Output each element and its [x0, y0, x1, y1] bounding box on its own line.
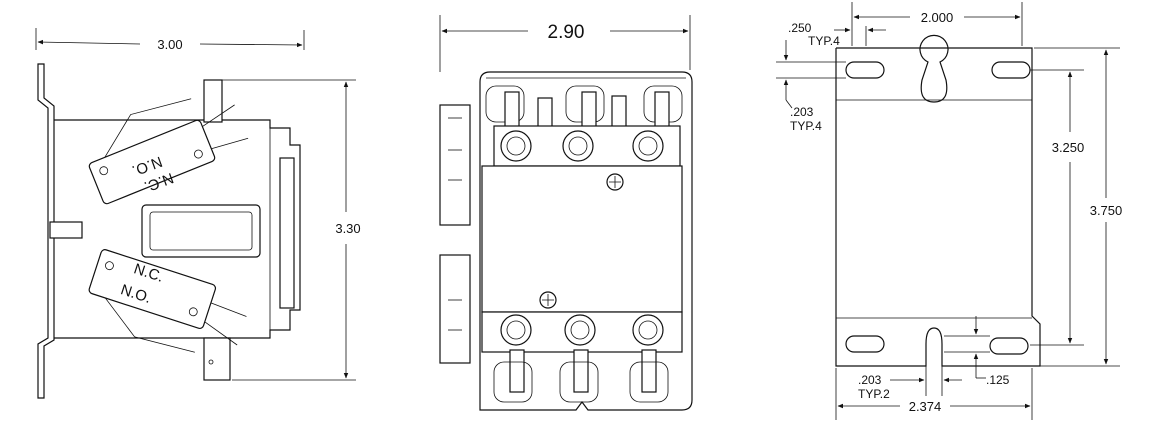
lower-switch-lead-2 [204, 321, 238, 346]
front-top-screw-2 [562, 130, 594, 162]
side-rail [279, 157, 295, 309]
front-top-tab-4 [611, 95, 627, 131]
front-rail-lower [439, 254, 471, 364]
upper-switch-hole-1 [99, 166, 109, 176]
front-coil-screw-top-slot [609, 176, 621, 188]
front-bottom-tab-3 [641, 349, 657, 393]
front-bottom-tab-1 [509, 349, 525, 393]
mount-spacing-dim: 2.000 [921, 10, 954, 25]
front-bottom-tab-2 [573, 349, 589, 393]
front-bottom-pocket-1 [493, 361, 533, 403]
side-bracket [37, 63, 55, 399]
mount-slot-width-dim: .203 [790, 105, 814, 119]
upper-switch-lead-2 [211, 137, 249, 150]
lower-switch-hole-2 [188, 307, 198, 317]
front-coil-screw-bottom-slot [542, 294, 554, 306]
side-height-dim: 3.30 [335, 221, 360, 236]
front-top-screw-2-inner [568, 136, 588, 156]
side-width-dim: 3.00 [157, 37, 182, 52]
front-bottom-screw-1-inner [506, 320, 526, 340]
mount-slot-bottom-left [845, 335, 885, 353]
mount-slot-bottom-right [989, 337, 1029, 355]
front-top-screw-3 [632, 130, 664, 162]
front-bottom-screw-1 [500, 314, 532, 346]
side-upper-switch [88, 98, 249, 205]
mount-plate [835, 47, 1041, 367]
side-stud [49, 221, 83, 239]
front-rail-upper [439, 104, 471, 226]
upper-switch-lead-1 [202, 104, 235, 127]
front-top-screw-1-inner [506, 136, 526, 156]
mount-outer-dim: 3.750 [1090, 203, 1123, 218]
front-bottom-pocket-2 [559, 361, 599, 403]
front-plate [479, 71, 693, 411]
side-window-inner [149, 211, 253, 251]
side-width-dim-line-right [199, 42, 303, 48]
side-view: 3.00 N.O. N.C. [35, 28, 361, 399]
front-top-tab-1 [504, 91, 520, 131]
mount-slot-width-note: TYP.4 [790, 119, 822, 133]
front-view: 2.90 [439, 15, 693, 411]
front-bottom-pocket-3 [629, 361, 669, 403]
mount-offset-dim: .250 [788, 21, 812, 35]
side-bottom-terminal [203, 337, 231, 381]
side-window [141, 204, 261, 258]
lower-switch-hole-1 [105, 261, 114, 271]
mount-keyhole [919, 34, 949, 103]
side-lower-switch [88, 249, 247, 353]
mount-bottom-offset-dim: .125 [986, 373, 1010, 387]
front-bottom-screw-3 [632, 314, 664, 346]
mount-inner-dim: 3.250 [1052, 140, 1085, 155]
mount-base-dim: 2.374 [909, 399, 942, 414]
front-top-screw-3-inner [638, 136, 658, 156]
side-width-dim-line-left [37, 39, 141, 45]
side-top-terminal [203, 79, 223, 123]
mount-slot-width-leader [785, 99, 793, 109]
mount-slot-top-left [845, 61, 885, 79]
front-top-screw-1 [500, 130, 532, 162]
lower-switch-lever [104, 297, 195, 353]
front-bottom-screw-2-inner [570, 320, 590, 340]
side-bottom-terminal-hole [208, 359, 214, 365]
front-width-dim: 2.90 [548, 22, 585, 43]
upper-switch-hole-2 [193, 149, 203, 159]
lower-switch-body [88, 249, 217, 330]
mount-bottom-slot-dim: .203 [858, 373, 882, 387]
mount-view: 2.000 .250 TYP.4 .203 TYP.4 3.250 3.750 [776, 2, 1122, 420]
mount-offset-note: TYP.4 [808, 34, 840, 48]
front-top-tab-3 [581, 91, 597, 131]
front-bottom-screw-3-inner [638, 320, 658, 340]
front-coil-housing [481, 165, 683, 313]
upper-switch-lever [104, 98, 192, 158]
lower-switch-lead-1 [210, 302, 247, 317]
mount-bottom-slot-note: TYP.2 [858, 387, 890, 401]
upper-switch-body [88, 119, 216, 205]
front-bottom-screw-2 [564, 314, 596, 346]
side-body [54, 119, 301, 339]
mount-slot-top-right [991, 61, 1031, 79]
front-top-tab-5 [654, 91, 670, 131]
